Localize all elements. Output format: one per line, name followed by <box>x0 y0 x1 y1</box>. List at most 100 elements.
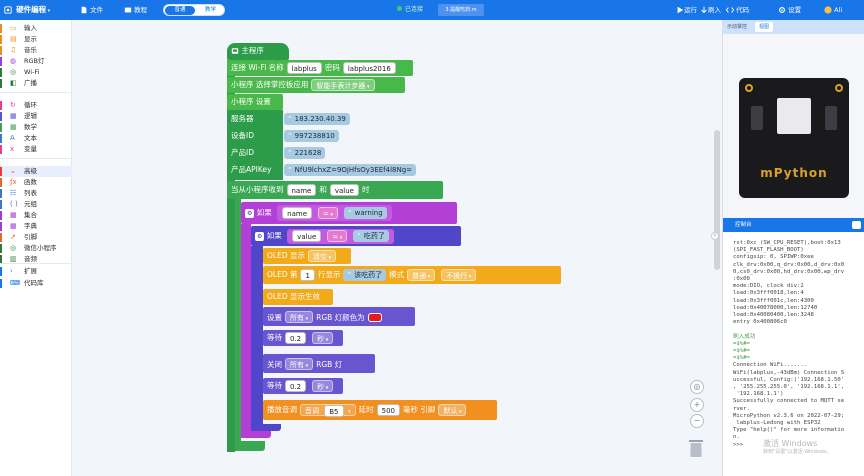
sidebar-item-16[interactable]: ▦字典 <box>0 221 72 232</box>
server-field[interactable]: “183.230.40.39 <box>284 113 350 125</box>
if-gear-icon[interactable]: ⚙ <box>245 208 255 218</box>
sidebar-item-17[interactable]: ↗引脚 <box>0 232 72 243</box>
file-tab[interactable]: 3.提醒吃药.m <box>438 4 484 16</box>
sidebar-item-8[interactable]: ▦数学 <box>0 122 72 133</box>
sidebar-item-19[interactable]: ▥音频 <box>0 254 72 265</box>
oled-wrap-dropdown[interactable]: 不换行 <box>441 269 477 281</box>
mode-normal[interactable]: 普通 <box>165 6 195 15</box>
sidebar-item-0[interactable]: ▭输入 <box>0 23 72 34</box>
product-row: 产品ID“221628 <box>227 145 387 161</box>
on-receive-name-var[interactable]: name <box>286 184 317 196</box>
menu-tutorial[interactable]: 教程 <box>124 0 147 20</box>
sidebar-item-14[interactable]: ( )元组 <box>0 199 72 210</box>
zoom-in-icon[interactable]: + <box>690 398 704 412</box>
sidebar-item-6[interactable]: ↻循环 <box>0 100 72 111</box>
settings-button[interactable]: 设置 <box>778 0 801 20</box>
if-name-block[interactable]: ⚙ 如果 name=“warning <box>241 202 457 224</box>
wait2-unit[interactable]: 秒 <box>312 380 334 392</box>
sidebar-item-18[interactable]: ◎微信小程序 <box>0 243 72 254</box>
if1-op[interactable]: = <box>318 207 339 219</box>
code-button[interactable]: 代码 <box>726 0 749 20</box>
if2-op[interactable]: = <box>327 229 348 242</box>
oled-mode-dropdown[interactable]: 普通 <box>407 269 436 281</box>
rgb-set-which[interactable]: 所有 <box>285 311 314 323</box>
tab-view[interactable]: 视图 <box>755 22 774 32</box>
if-value-block[interactable]: ⚙ 如果 value=“吃药了 <box>251 226 461 246</box>
if2-value-field[interactable]: “吃药了 <box>353 229 389 242</box>
sidebar-item-5[interactable]: ◧广播 <box>0 78 72 89</box>
tone-note[interactable]: B5 <box>324 405 344 417</box>
tone-field[interactable]: 音调 B5 <box>300 404 356 417</box>
flash-button[interactable]: 刷入 <box>700 0 721 20</box>
wait1-unit[interactable]: 秒 <box>312 332 334 344</box>
if1-rail <box>241 224 251 436</box>
if1-value-field[interactable]: “warning <box>344 207 387 219</box>
if1-var[interactable]: name <box>282 207 313 219</box>
wait1-number[interactable]: 0.2 <box>285 332 307 344</box>
sidebar-item-13[interactable]: ☷列表 <box>0 188 72 199</box>
user-menu[interactable]: Ali <box>824 0 842 20</box>
board-button-b <box>825 106 837 130</box>
rgb-color-swatch[interactable] <box>367 312 382 322</box>
rgb-set-block[interactable]: 设置所有RGB 灯颜色为 <box>263 307 415 326</box>
mode-switch[interactable]: 普通 教学 <box>163 4 225 16</box>
rgb-off-block[interactable]: 关闭所有RGB 灯 <box>263 354 375 373</box>
if2-var[interactable]: value <box>292 229 322 242</box>
device-field[interactable]: “997238810 <box>284 130 339 142</box>
app-select-dropdown[interactable]: 智能手表计步器 <box>311 79 375 91</box>
sidebar-item-3[interactable]: ◍RGB灯 <box>0 56 72 67</box>
rgb-off-which[interactable]: 所有 <box>285 358 314 370</box>
console-output[interactable]: rst:0xc (SW_CPU_RESET),boot:0x13(SPI_FAS… <box>733 240 863 472</box>
recenter-icon[interactable]: ◎ <box>690 380 704 394</box>
sidebar-category-icon: › <box>10 267 13 275</box>
sidebar-item-15[interactable]: ▦集合 <box>0 210 72 221</box>
sidebar-item-21[interactable]: ⌨代码库 <box>0 278 72 289</box>
mode-teach[interactable]: 教学 <box>204 7 216 13</box>
sidebar-item-1[interactable]: ▤显示 <box>0 34 72 45</box>
rgb-set-color-label: RGB 灯颜色为 <box>316 312 365 322</box>
main-hat-block[interactable]: 主程序 <box>227 43 289 60</box>
panel-collapse-icon[interactable]: › <box>711 232 719 240</box>
oled-show-block[interactable]: OLED 显示清空 <box>263 248 351 264</box>
oled-line-number[interactable]: 1 <box>300 269 315 281</box>
app-select-block[interactable]: 小程序 选择掌控板应用智能手表计步器 <box>227 77 405 93</box>
run-button[interactable]: 运行 <box>676 0 697 20</box>
delay-value[interactable]: 500 <box>376 404 400 416</box>
oled-show-dropdown[interactable]: 清空 <box>307 250 337 262</box>
if1-condition[interactable]: name = “warning <box>277 205 392 221</box>
if2-condition[interactable]: value = “吃药了 <box>287 228 394 244</box>
app-setup-block[interactable]: 小程序 设置 <box>227 94 283 110</box>
console-clear-icon[interactable] <box>852 221 861 229</box>
sidebar-item-2[interactable]: ♫音乐 <box>0 45 72 56</box>
wifi-pwd-field[interactable]: labplus2016 <box>342 62 396 74</box>
workspace-scrollbar[interactable] <box>714 130 720 270</box>
sidebar-item-11[interactable]: ⌄高级 <box>0 166 72 177</box>
board-image: mPython <box>739 78 849 198</box>
wifi-ssid-field[interactable]: labplus <box>286 62 322 74</box>
sidebar-item-20[interactable]: ›扩展 <box>0 266 72 277</box>
product-field[interactable]: “221628 <box>284 147 326 159</box>
if2-gear-icon[interactable]: ⚙ <box>255 231 265 241</box>
tab-simulator[interactable]: 示动掌控 <box>727 24 748 30</box>
oled-commit-block[interactable]: OLED 显示生效 <box>263 289 333 305</box>
apikey-label: 产品APIKey <box>231 165 272 174</box>
apikey-field[interactable]: “NfU9lchxZ=9OjHfsOy3EEf4l8Ng= <box>284 164 417 176</box>
sidebar-item-4[interactable]: ◎Wi-Fi <box>0 67 72 78</box>
wait2-number[interactable]: 0.2 <box>285 380 307 392</box>
trash-icon[interactable] <box>688 438 704 458</box>
zoom-out-icon[interactable]: − <box>690 414 704 428</box>
sidebar-item-7[interactable]: ▦逻辑 <box>0 111 72 122</box>
oled-text-field[interactable]: “该吃药了 <box>343 269 387 281</box>
on-receive-value-var[interactable]: value <box>329 184 359 196</box>
pin-dropdown[interactable]: 默认 <box>438 404 467 416</box>
menu-file[interactable]: 文件 <box>80 0 103 20</box>
